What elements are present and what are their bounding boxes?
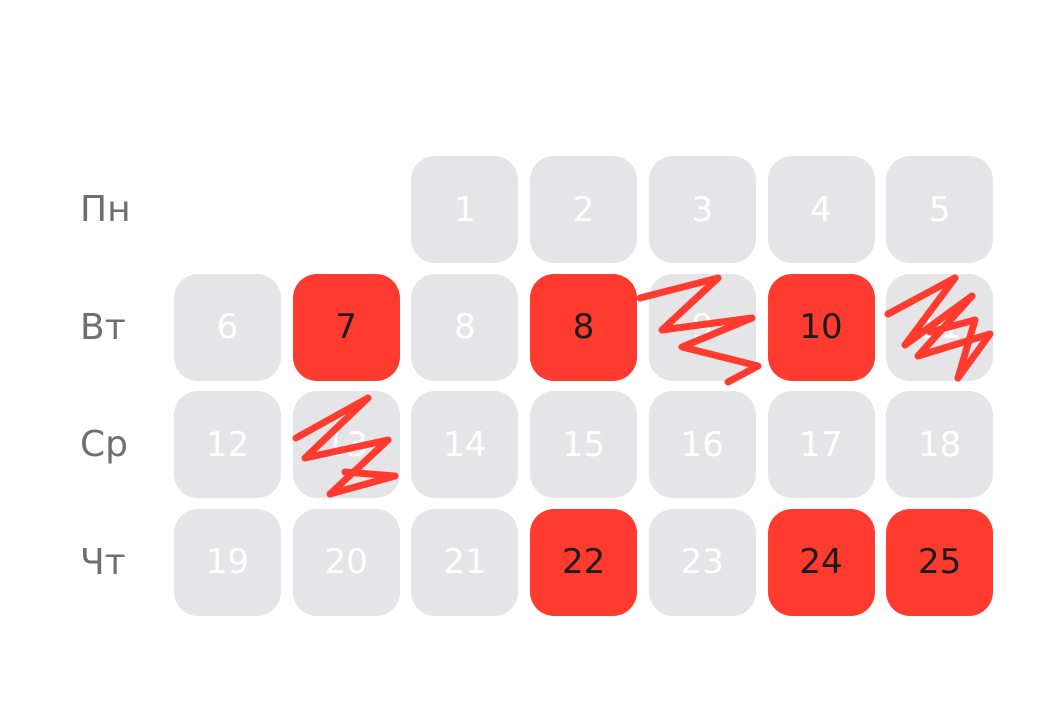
- day-cell-selected[interactable]: 8: [530, 273, 638, 381]
- day-cell-selected[interactable]: 24: [767, 508, 875, 616]
- day-cell[interactable]: 8: [411, 273, 519, 381]
- weekday-label: Вт: [80, 306, 126, 348]
- day-cell-selected[interactable]: 7: [292, 273, 400, 381]
- day-cell-selected[interactable]: 22: [530, 508, 638, 616]
- day-cell-selected[interactable]: 25: [886, 508, 994, 616]
- day-cell[interactable]: 23: [648, 508, 756, 616]
- day-cell[interactable]: 15: [530, 391, 638, 498]
- day-cell[interactable]: 3: [648, 156, 756, 263]
- day-cell-selected[interactable]: 10: [767, 273, 875, 381]
- day-cell[interactable]: 17: [767, 391, 875, 498]
- day-cell[interactable]: 12: [174, 391, 281, 498]
- day-cell[interactable]: 18: [886, 391, 994, 498]
- day-cell[interactable]: 21: [411, 508, 519, 616]
- day-cell[interactable]: 16: [648, 391, 756, 498]
- day-cell[interactable]: 14: [411, 391, 519, 498]
- day-cell[interactable]: 6: [174, 273, 281, 381]
- day-cell[interactable]: 5: [886, 156, 994, 263]
- day-cell[interactable]: 1: [411, 156, 519, 263]
- day-cell[interactable]: 2: [530, 156, 638, 263]
- weekday-label: Ср: [80, 424, 128, 465]
- day-cell[interactable]: 9: [648, 273, 756, 381]
- day-cell[interactable]: 11: [886, 273, 994, 381]
- day-cell[interactable]: 13: [292, 391, 400, 498]
- weekday-label: Чт: [80, 541, 126, 583]
- day-cell[interactable]: 20: [292, 508, 400, 616]
- day-cell[interactable]: 19: [174, 508, 281, 616]
- day-cell[interactable]: 4: [767, 156, 875, 263]
- weekday-label: Пн: [80, 189, 131, 230]
